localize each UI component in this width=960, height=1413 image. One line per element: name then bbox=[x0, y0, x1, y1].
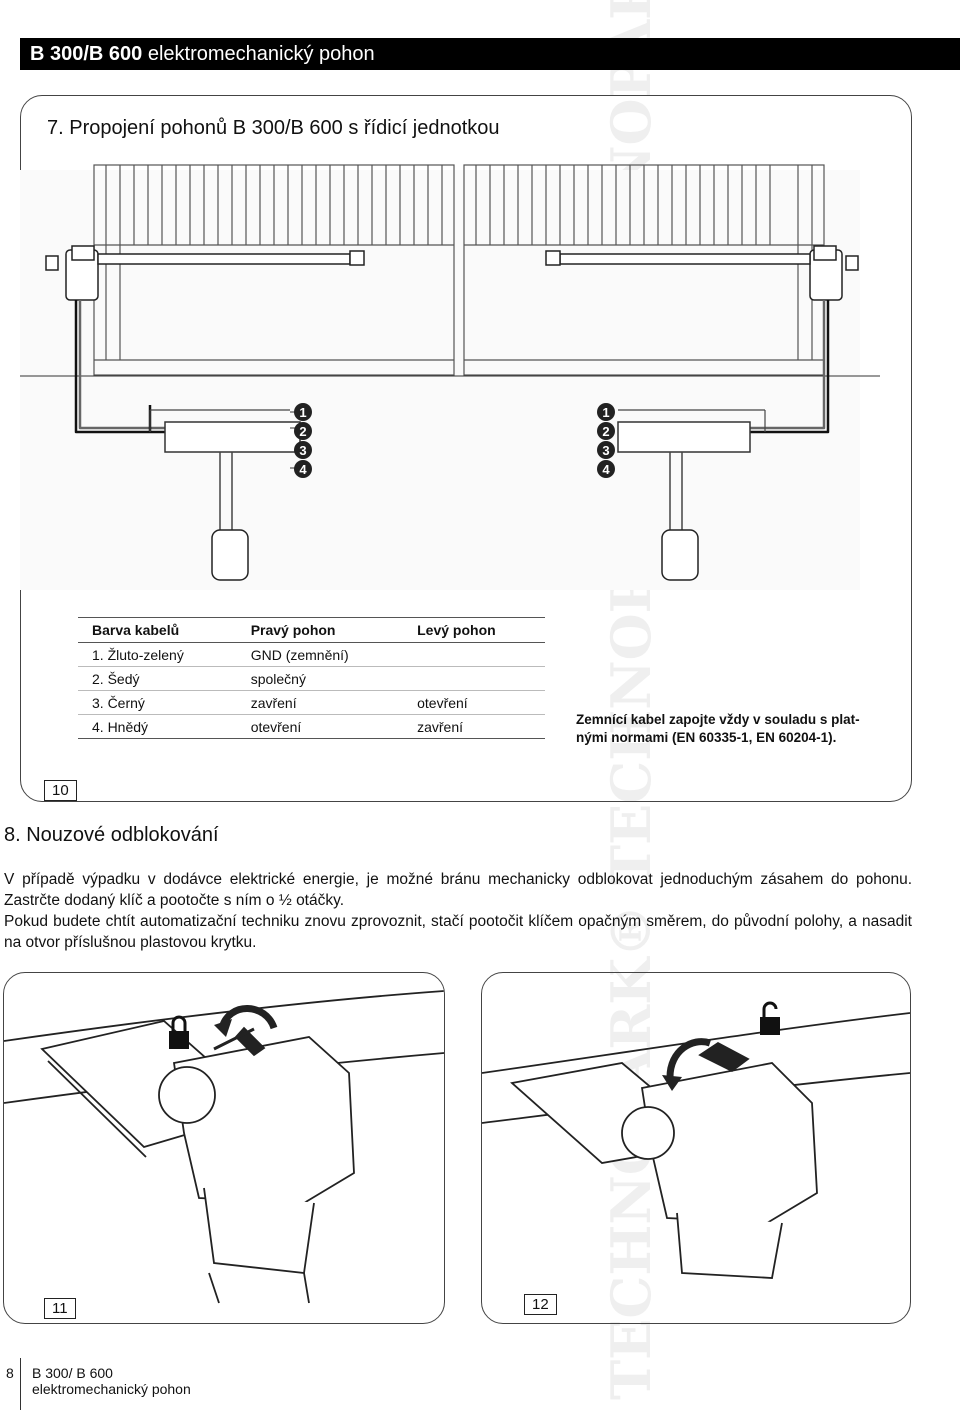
terminal-1-label: 1 bbox=[299, 405, 306, 420]
left-terminal-block bbox=[149, 409, 301, 581]
table-cell: 3. Černý bbox=[78, 690, 239, 715]
figure-12-frame bbox=[481, 972, 911, 1324]
figure-10-number: 10 bbox=[44, 780, 77, 801]
paragraph: V případě výpadku v dodávce elektrické e… bbox=[4, 871, 912, 909]
unlock-illustration-locked bbox=[4, 990, 444, 1304]
padlock-locked-icon bbox=[169, 1015, 189, 1049]
table-row: 3. Černý zavření otevření bbox=[78, 690, 545, 715]
table-row: 4. Hnědý otevření zavření bbox=[78, 714, 545, 739]
section-8-text: V případě výpadku v dodávce elektrické e… bbox=[4, 869, 912, 953]
right-terminal-block bbox=[617, 409, 766, 581]
footer-model-name: B 300/ B 600 bbox=[32, 1365, 113, 1381]
padlock-unlocked-icon bbox=[760, 1001, 780, 1035]
table-cell: 2. Šedý bbox=[78, 666, 239, 691]
footer-model: B 300/ B 600 elektromechanický pohon bbox=[32, 1365, 191, 1397]
header-bar bbox=[20, 38, 960, 70]
right-gate-leaf bbox=[463, 164, 825, 376]
table-cell: otevření bbox=[405, 690, 545, 715]
paragraph: Pokud budete chtít automatizační technik… bbox=[4, 913, 912, 951]
figure-12-number: 12 bbox=[524, 1294, 557, 1315]
background-shade bbox=[20, 170, 860, 590]
right-motor bbox=[545, 245, 859, 301]
right-terminal-markers: 1 2 3 4 bbox=[597, 403, 615, 478]
page-number: 8 bbox=[6, 1365, 14, 1381]
terminal-4-label-right: 4 bbox=[602, 462, 610, 477]
terminal-4-label: 4 bbox=[299, 462, 307, 477]
table-header-cell: Pravý pohon bbox=[238, 617, 406, 643]
table-cell: 4. Hnědý bbox=[78, 714, 239, 739]
table-cell: otevření bbox=[238, 714, 406, 739]
table-row: 1. Žluto-zelený GND (zemnění) bbox=[78, 642, 545, 667]
earthing-note: Zemnící kabel zapojte vždy v souladu s p… bbox=[576, 712, 860, 745]
rotate-arrow-icon bbox=[662, 1038, 712, 1091]
table-cell: zavření bbox=[405, 714, 545, 739]
right-cables bbox=[750, 300, 830, 434]
footer-model-desc: elektromechanický pohon bbox=[32, 1381, 191, 1397]
section-8-title: 8. Nouzové odblokování bbox=[4, 824, 219, 846]
wiring-diagram: 1 2 3 4 1 2 3 4 bbox=[20, 164, 880, 590]
header-title-desc: elektromechanický pohon bbox=[142, 43, 375, 65]
footer-divider bbox=[20, 1358, 21, 1410]
cable-color-table: Barva kabelů Pravý pohon Levý pohon 1. Ž… bbox=[78, 617, 545, 739]
left-motor bbox=[45, 245, 365, 301]
terminal-2-label: 2 bbox=[299, 424, 306, 439]
figure-11-frame bbox=[3, 972, 445, 1324]
table-cell: zavření bbox=[238, 690, 406, 715]
figure-11-number: 11 bbox=[44, 1298, 76, 1319]
left-terminal-markers: 1 2 3 4 bbox=[294, 403, 312, 478]
table-cell: společný bbox=[238, 666, 406, 691]
table-cell: GND (zemnění) bbox=[238, 642, 406, 667]
terminal-3-label: 3 bbox=[299, 443, 306, 458]
table-cell: 1. Žluto-zelený bbox=[78, 642, 239, 667]
terminal-1-label-right: 1 bbox=[602, 405, 609, 420]
table-cell bbox=[405, 642, 545, 667]
table-header-cell: Levý pohon bbox=[405, 617, 545, 643]
rotate-arrow-icon bbox=[214, 1005, 278, 1037]
header-title-model: B 300/B 600 bbox=[30, 43, 143, 65]
table-header-cell: Barva kabelů bbox=[78, 617, 239, 643]
header-title: B 300/B 600 elektromechanický pohon bbox=[30, 40, 375, 68]
table-row: 2. Šedý společný bbox=[78, 666, 545, 691]
section-7-title: 7. Propojení pohonů B 300/B 600 s řídicí… bbox=[47, 117, 500, 139]
table-cell bbox=[405, 666, 545, 691]
unlock-illustration-unlocked bbox=[482, 1001, 910, 1279]
terminal-2-label-right: 2 bbox=[602, 424, 609, 439]
table-header-row: Barva kabelů Pravý pohon Levý pohon bbox=[78, 617, 545, 643]
terminal-3-label-right: 3 bbox=[602, 443, 609, 458]
left-gate-leaf bbox=[93, 164, 455, 376]
